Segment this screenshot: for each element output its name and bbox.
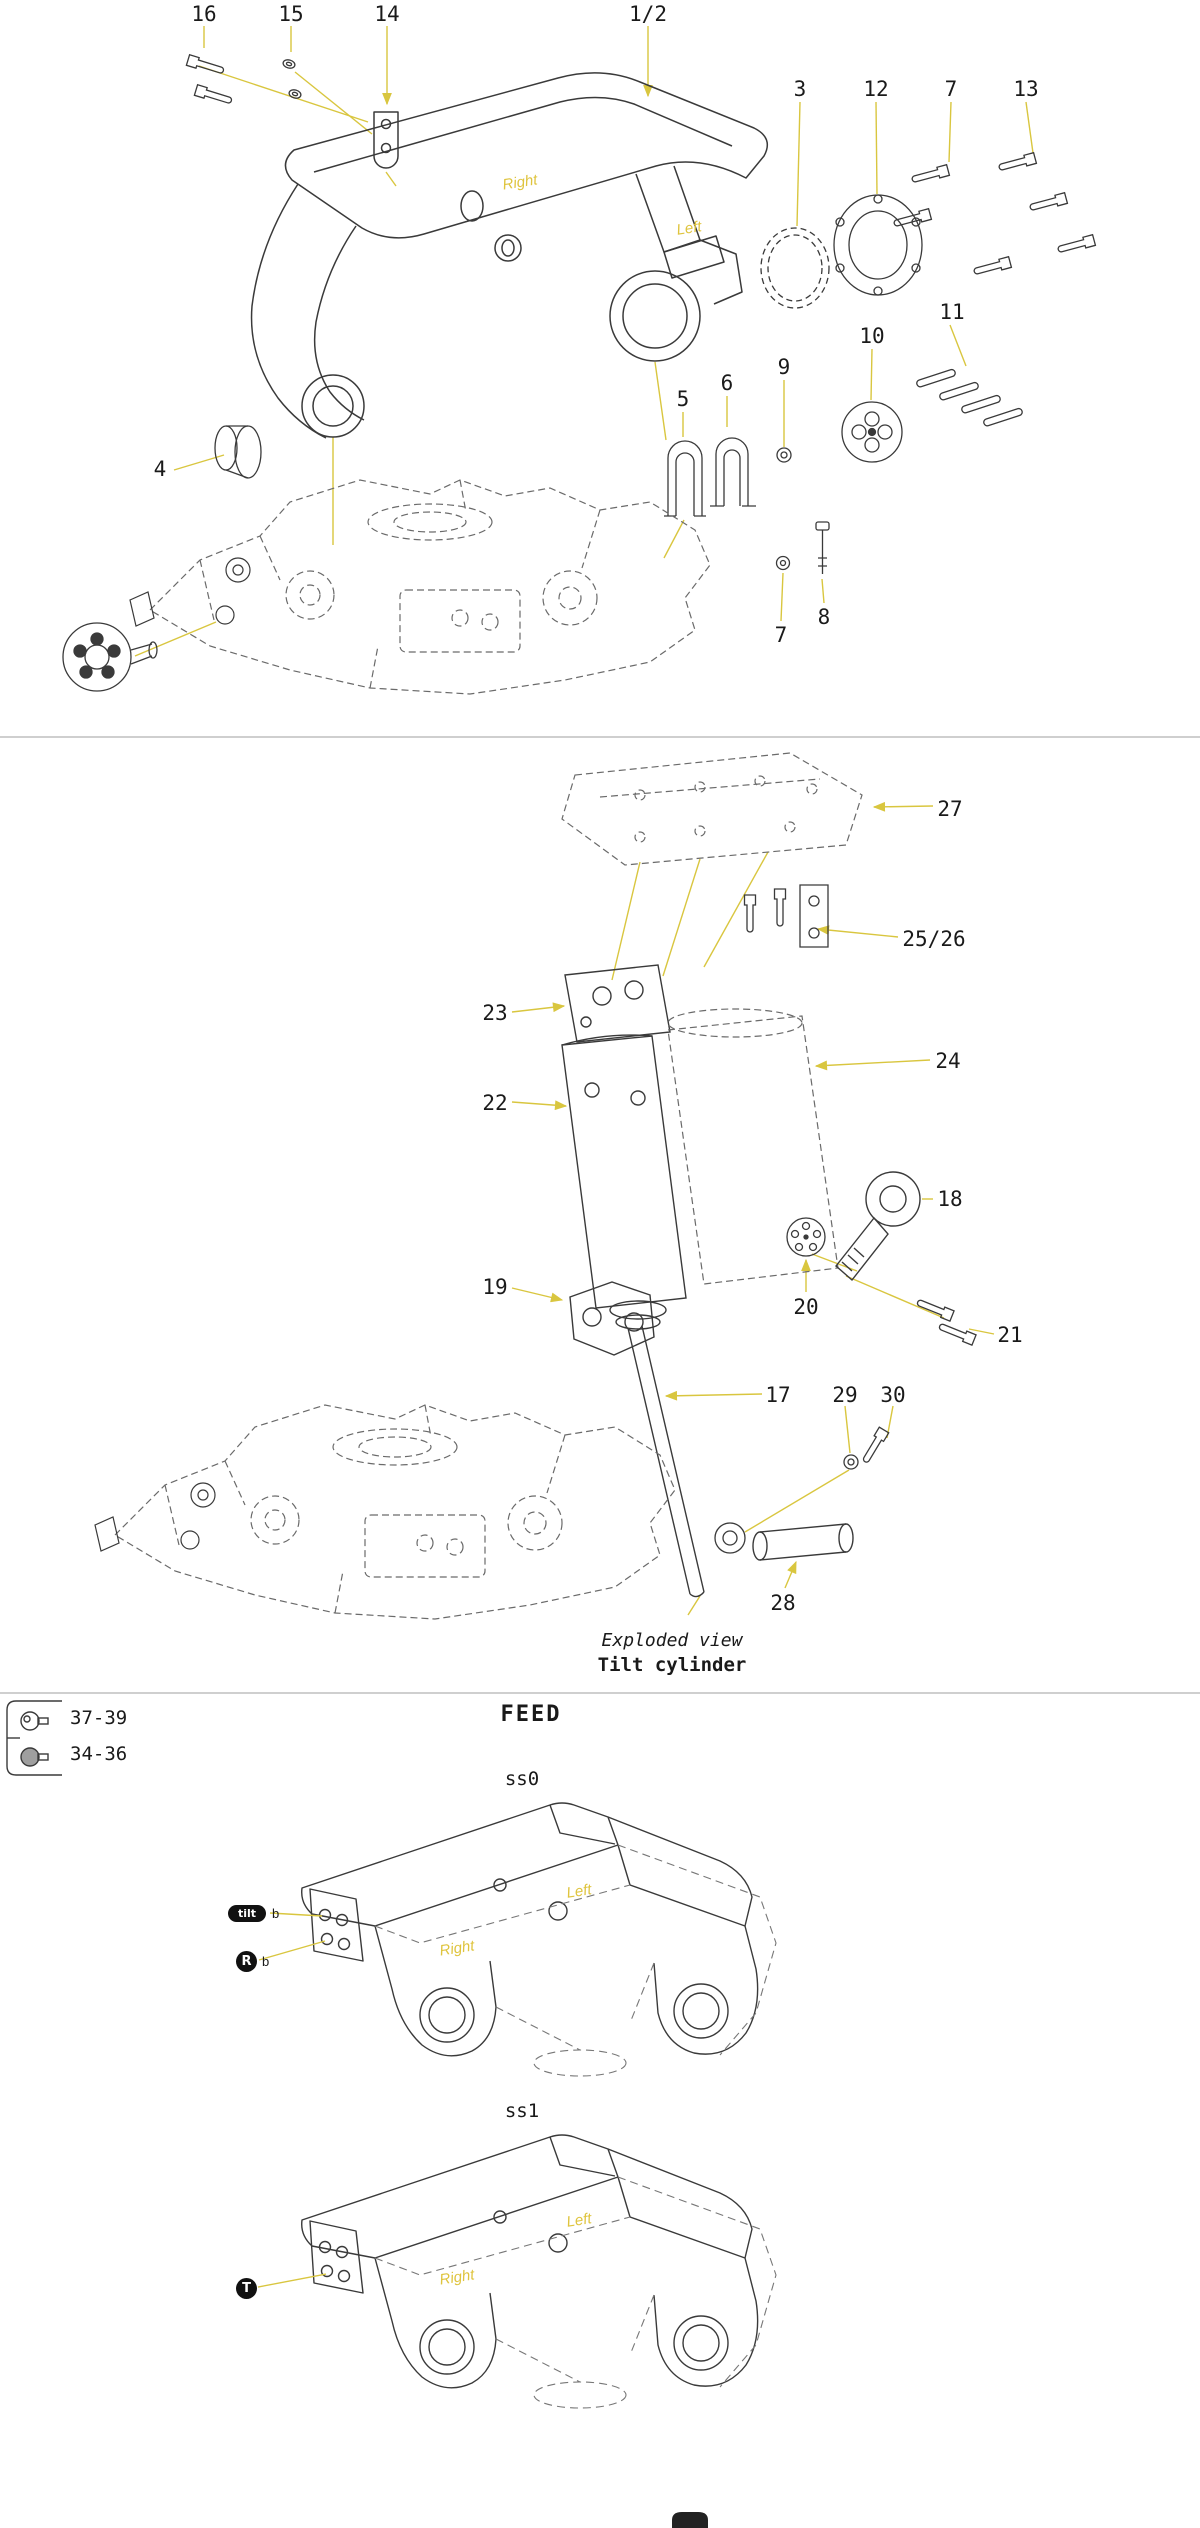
part-drawing-27 — [561, 752, 863, 866]
part-label-28: 28 — [770, 1591, 796, 1615]
gearbox-drawing-middle — [94, 1404, 676, 1620]
badge-tilt: tilt — [228, 1905, 266, 1922]
gearbox-boss-drawing — [714, 1522, 746, 1554]
badge-r-suffix: b — [262, 1954, 270, 1969]
part-label-24: 24 — [935, 1049, 961, 1073]
part-drawing-8 — [815, 521, 830, 574]
part-drawing-23 — [564, 964, 671, 1043]
legend-range-37-39: 37-39 — [70, 1707, 128, 1729]
part-drawing-28 — [752, 1523, 854, 1561]
part-drawing-12 — [833, 194, 923, 296]
part-label-1-2: 1/2 — [629, 2, 667, 26]
part-drawing-4 — [214, 425, 262, 479]
part-drawing-24 — [667, 1008, 839, 1285]
part-label-7-top: 7 — [944, 77, 958, 101]
part-drawing-21 — [914, 1296, 977, 1346]
part-label-8: 8 — [817, 605, 831, 629]
caption-exploded-view: Exploded view — [601, 1630, 743, 1651]
part-drawing-15 — [281, 57, 297, 71]
part-label-16: 16 — [191, 2, 217, 26]
part-label-29: 29 — [832, 1383, 858, 1407]
part-label-18: 18 — [937, 1187, 963, 1211]
part-drawing-6 — [710, 437, 756, 507]
part-drawing-17 — [627, 1325, 705, 1598]
hose-fitting-icon-b — [20, 1747, 49, 1767]
part-label-5: 5 — [676, 387, 690, 411]
part-drawing-11 — [915, 368, 1024, 428]
part-label-19: 19 — [482, 1275, 508, 1299]
part-label-6: 6 — [720, 371, 734, 395]
part-drawing-20 — [786, 1217, 826, 1257]
part-label-11: 11 — [939, 300, 965, 324]
part-drawing-25-26 — [743, 884, 829, 948]
cradle-drawing-ss1 — [301, 2134, 777, 2409]
gearbox-drawing-top — [129, 479, 711, 695]
middle-leader-lines — [511, 801, 995, 1616]
part-label-22: 22 — [482, 1091, 508, 1115]
part-label-9: 9 — [777, 355, 791, 379]
legend-range-34-36: 34-36 — [70, 1743, 128, 1765]
part-label-4: 4 — [153, 457, 167, 481]
feed-leader-lines — [257, 1912, 327, 2288]
part-label-17: 17 — [765, 1383, 791, 1407]
hose-fitting-icon-a — [20, 1711, 49, 1731]
part-drawing-13-screws — [972, 152, 1097, 278]
part-drawing-7-screws — [892, 164, 951, 230]
tilt-cylinder-exploded-drawing — [94, 752, 995, 1620]
badge-t: T — [236, 2278, 257, 2299]
part-label-10: 10 — [859, 324, 885, 348]
part-label-23: 23 — [482, 1001, 508, 1025]
part-drawing-5 — [664, 440, 706, 517]
part-drawing-18 — [835, 1171, 921, 1282]
badge-tilt-suffix: b — [272, 1906, 280, 1921]
part-drawing-7-washer — [775, 555, 791, 571]
part-label-20: 20 — [793, 1295, 819, 1319]
cradle-drawing-ss0 — [301, 1802, 777, 2077]
part-drawing-22 — [561, 1034, 687, 1330]
view-label-ss0: ss0 — [504, 1768, 540, 1790]
view-label-ss1: ss1 — [504, 2100, 540, 2122]
part-drawing-19 — [569, 1281, 655, 1356]
part-drawing-14 — [373, 111, 399, 169]
feed-title: FEED — [500, 1702, 562, 1727]
part-label-13: 13 — [1013, 77, 1039, 101]
part-label-21: 21 — [997, 1323, 1023, 1347]
part-drawing-9 — [776, 447, 792, 463]
part-label-30: 30 — [880, 1383, 906, 1407]
part-drawing-29-30 — [843, 1426, 890, 1470]
hose-legend-drawing — [6, 1700, 62, 1776]
part-label-27: 27 — [937, 797, 963, 821]
page-footer-logo-partial — [672, 2512, 708, 2528]
coupling-disc-drawing — [62, 622, 158, 692]
top-leader-lines — [134, 26, 1034, 657]
carriage-frame-drawing — [250, 72, 769, 439]
part-label-15: 15 — [278, 2, 304, 26]
part-drawing-10 — [841, 401, 903, 463]
badge-r: R — [236, 1951, 257, 1972]
part-drawing-16 — [185, 54, 226, 77]
part-label-3: 3 — [793, 77, 807, 101]
part-label-12: 12 — [863, 77, 889, 101]
top-hardware-drawings — [62, 54, 1097, 692]
caption-tilt-cylinder: Tilt cylinder — [597, 1654, 747, 1676]
part-label-14: 14 — [374, 2, 400, 26]
feed-section-drawing — [6, 1700, 777, 2528]
part-label-25-26: 25/26 — [902, 927, 966, 951]
top-exploded-view-drawing — [62, 26, 1097, 695]
part-label-7-bottom: 7 — [774, 623, 788, 647]
part-drawing-3 — [760, 227, 830, 309]
